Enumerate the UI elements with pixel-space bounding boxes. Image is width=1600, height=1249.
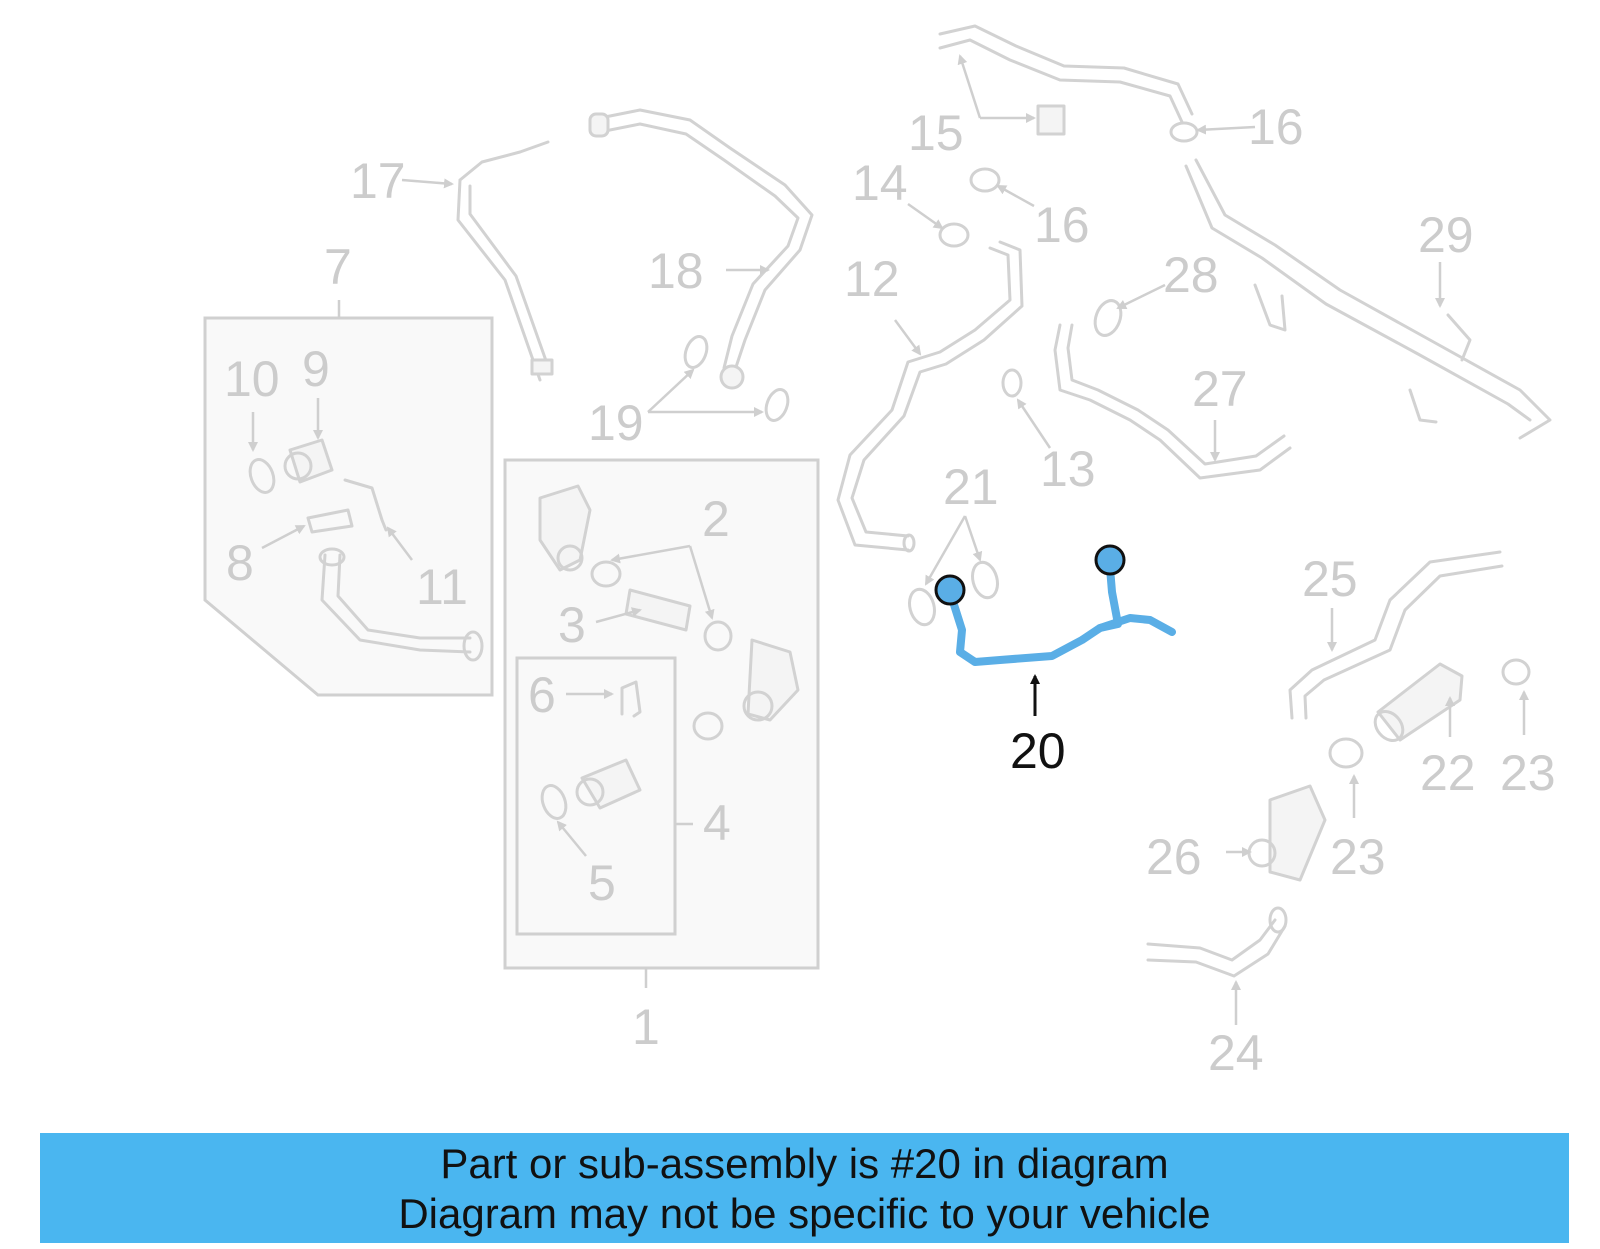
part-17 xyxy=(456,140,554,382)
callout-29: 29 xyxy=(1418,207,1474,263)
callout-2: 2 xyxy=(702,491,730,547)
part-19 xyxy=(683,335,790,422)
info-banner: Part or sub-assembly is #20 in diagram D… xyxy=(40,1133,1569,1243)
callout-5: 5 xyxy=(588,855,616,911)
callout-27: 27 xyxy=(1192,361,1248,417)
callout-21: 21 xyxy=(943,459,999,515)
callout-15: 15 xyxy=(908,105,964,161)
callout-28: 28 xyxy=(1163,247,1219,303)
callout-22: 22 xyxy=(1420,745,1476,801)
callout-13: 14 xyxy=(852,155,908,211)
banner-line-2: Diagram may not be specific to your vehi… xyxy=(398,1190,1211,1237)
callout-23-right: 23 xyxy=(1500,745,1556,801)
part-9-10-8-11 xyxy=(248,438,484,662)
callout-16-top: 16 xyxy=(1248,99,1304,155)
clamps-13-16-14 xyxy=(938,121,1199,398)
callout-8: 8 xyxy=(226,535,254,591)
banner-line-1: Part or sub-assembly is #20 in diagram xyxy=(440,1140,1169,1187)
part-15 xyxy=(938,24,1194,136)
callout-26: 26 xyxy=(1146,829,1202,885)
part-22-23 xyxy=(1328,658,1531,769)
callout-14: 13 xyxy=(1040,441,1096,497)
part-24 xyxy=(1146,906,1288,978)
part-12 xyxy=(836,240,1024,553)
callout-24: 24 xyxy=(1208,1025,1264,1081)
callout-12: 12 xyxy=(844,251,900,307)
leader-lines xyxy=(248,54,1529,1025)
part-27-28 xyxy=(1053,299,1292,480)
part-29 xyxy=(1184,158,1552,440)
callout-19: 19 xyxy=(588,395,644,451)
callout-1: 1 xyxy=(632,999,660,1055)
callout-18: 18 xyxy=(648,243,704,299)
callout-4: 4 xyxy=(703,795,731,851)
callout-16: 16 xyxy=(1034,197,1090,253)
callout-3: 3 xyxy=(558,597,586,653)
callout-labels: 17 18 19 7 10 9 8 11 2 3 6 4 5 1 15 16 1… xyxy=(224,99,1556,1081)
callout-7: 7 xyxy=(324,239,352,295)
part-25 xyxy=(1288,550,1504,720)
group-box-7 xyxy=(203,300,494,697)
callout-10: 10 xyxy=(224,351,280,407)
part-20-highlighted xyxy=(934,544,1176,666)
part-6-5 xyxy=(540,680,642,820)
part-18 xyxy=(588,108,814,390)
callout-9: 9 xyxy=(302,341,330,397)
part-26 xyxy=(1247,784,1327,882)
callout-23: 23 xyxy=(1330,829,1386,885)
callout-20: 20 xyxy=(1010,723,1066,779)
callout-25: 25 xyxy=(1302,551,1358,607)
part-2-3 xyxy=(538,484,800,741)
callout-17: 17 xyxy=(350,153,406,209)
part-21 xyxy=(908,560,999,627)
callout-11: 11 xyxy=(416,559,468,615)
callout-6: 6 xyxy=(528,667,556,723)
